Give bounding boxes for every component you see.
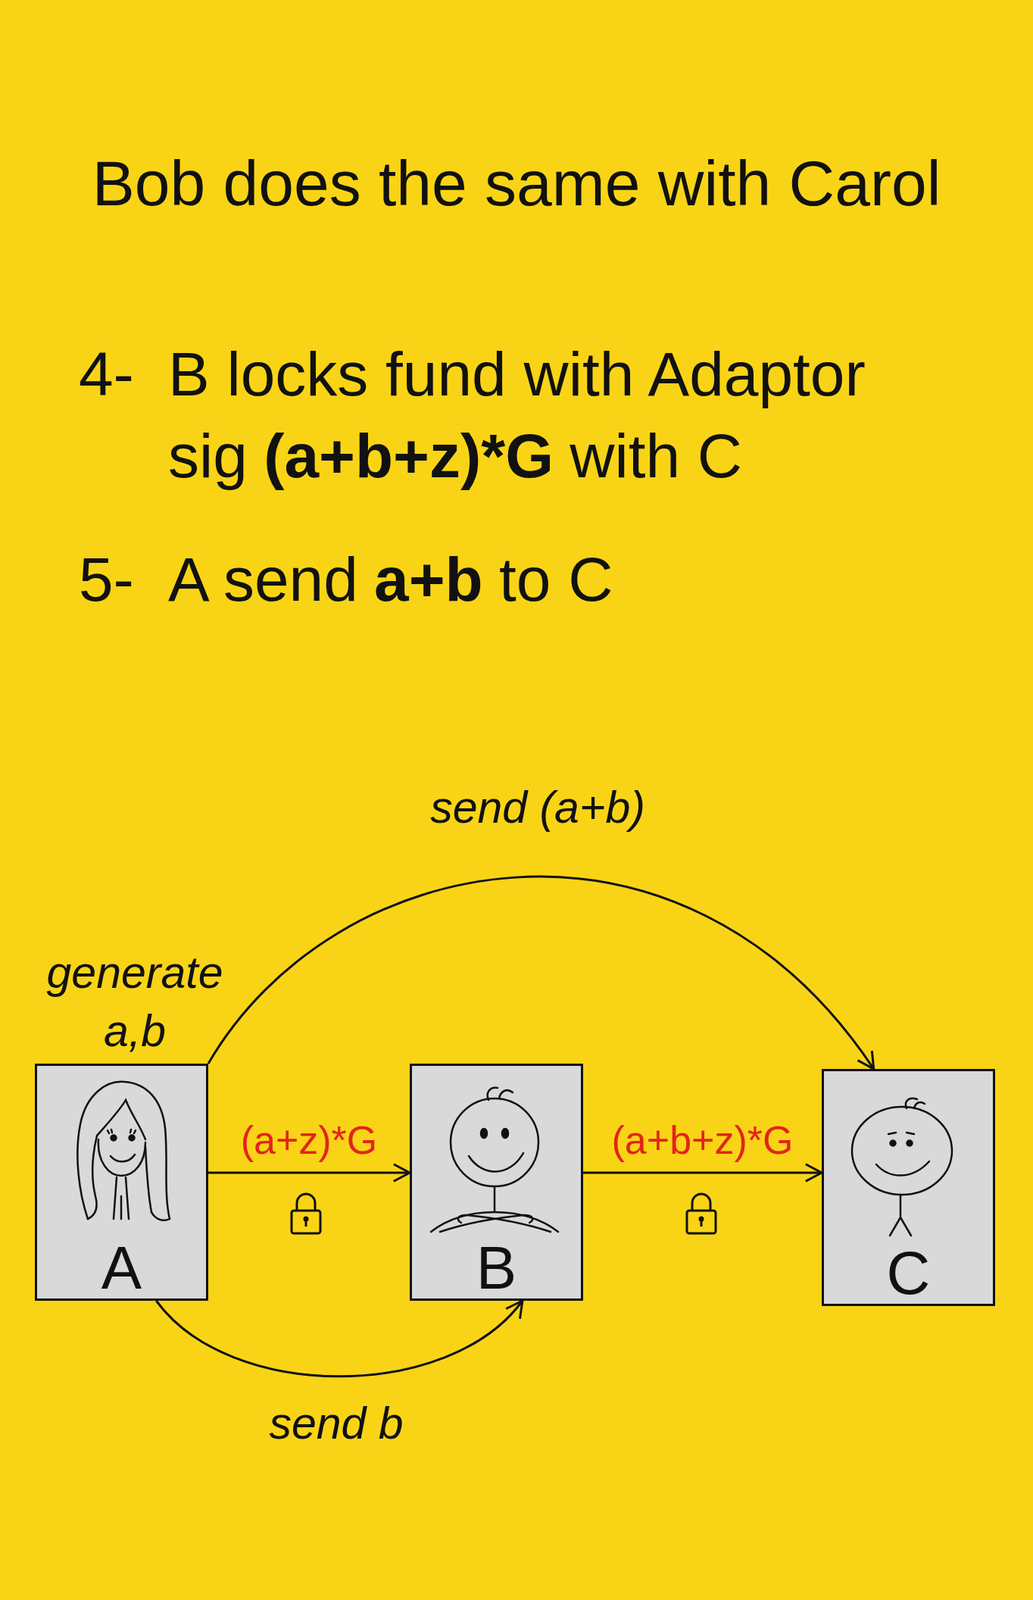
step-number: 5- [78,544,135,614]
note-box: generate a,b [24,943,245,1061]
lock-icon [291,1193,321,1233]
connector [208,876,874,1069]
connector-line [208,1170,410,1174]
node-letter: B [411,1240,581,1296]
connector [156,1300,523,1377]
arrowhead [805,1164,822,1182]
lock-keyhole [305,1220,308,1227]
person-box: A [34,1063,209,1301]
edge-label: (a+z)*G [240,1117,378,1162]
title-box: Bob does the same with Carol [0,145,1033,222]
edge-label-box: (a+z)*G [240,1117,378,1163]
step-text: with C [569,421,743,490]
arrowhead [393,1164,410,1182]
step-number-slot: 5- [78,538,135,621]
arrowhead [505,1300,523,1319]
edge-label: send b [268,1398,403,1449]
formula: (a+b+z)*G [263,421,554,490]
edge-label: send (a+b) [430,782,646,833]
arrowhead [858,1050,874,1069]
person-box: B [409,1063,584,1301]
title: Bob does the same with Carol [92,147,942,219]
formula: a+b [374,544,484,614]
annotation: generate a,b [24,943,245,1061]
lock-icon [686,1193,716,1233]
node-letter: A [37,1240,206,1296]
connector-line [156,1300,523,1377]
edge-label-box: (a+b+z)*G [611,1117,794,1163]
lock-body [686,1210,716,1233]
edge-label-box: send (a+b) [430,781,646,834]
step-number: 4- [78,339,135,409]
node-letter: C [823,1245,993,1301]
lock-shackle [296,1193,316,1211]
edge-label: (a+b+z)*G [611,1117,794,1162]
connector-line [208,876,874,1069]
step-body: A senda+bto C [168,538,918,621]
person-box: C [821,1068,996,1306]
step-text: A send [168,544,359,614]
lock-body [291,1210,321,1233]
lock-keyhole [700,1220,703,1227]
lock-shackle [692,1193,711,1211]
connector-line [583,1170,822,1174]
step-body: B locks fund with Adaptor sig(a+b+z)*Gwi… [168,333,918,497]
connector [583,1164,822,1182]
connector [208,1164,410,1182]
edge-label-box: send b [268,1397,403,1449]
step-text: to C [499,544,613,614]
step-number-slot: 4- [78,333,135,416]
